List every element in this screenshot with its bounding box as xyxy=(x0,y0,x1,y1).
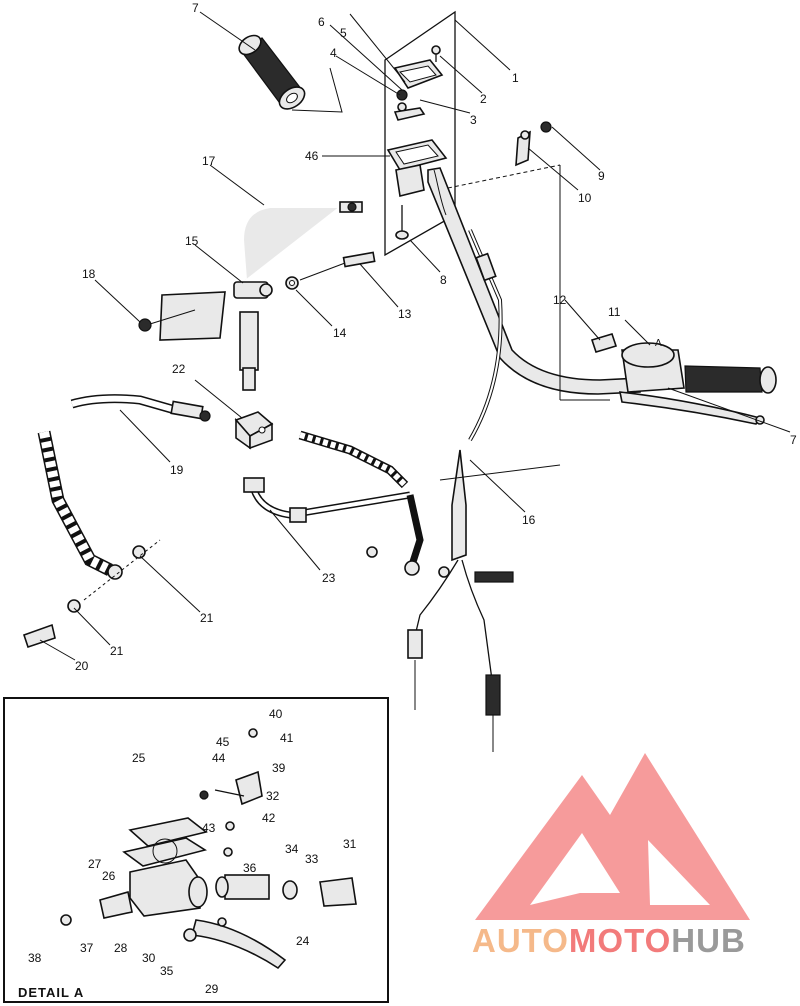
callout-2: 2 xyxy=(480,92,487,106)
callout-29: 29 xyxy=(205,982,219,996)
callout-6: 6 xyxy=(318,15,325,29)
callout-42: 42 xyxy=(262,811,276,825)
callout-46: 46 xyxy=(305,149,319,163)
lower-hose xyxy=(243,477,411,523)
callout-13: 13 xyxy=(398,307,412,321)
callout-27: 27 xyxy=(88,857,102,871)
callout-12: 12 xyxy=(553,293,567,307)
callout-33: 33 xyxy=(305,852,319,866)
callout-41: 41 xyxy=(280,731,294,745)
detail-a-drawing xyxy=(60,728,357,970)
small-bracket xyxy=(447,121,610,401)
detail-a-marker: A xyxy=(655,338,662,349)
handlebar xyxy=(427,167,641,395)
automotohub-logo-icon xyxy=(475,753,750,920)
callout-20: 20 xyxy=(75,659,89,673)
callout-43: 43 xyxy=(202,821,216,835)
callout-3: 3 xyxy=(470,113,477,127)
callout-37: 37 xyxy=(80,941,94,955)
callout-30: 30 xyxy=(142,951,156,965)
callout-25: 25 xyxy=(132,751,146,765)
callout-14: 14 xyxy=(333,326,347,340)
callout-4: 4 xyxy=(330,46,337,60)
callout-44: 44 xyxy=(212,751,226,765)
callout-34: 34 xyxy=(285,842,299,856)
callout-21-right: 21 xyxy=(200,611,214,625)
callout-32: 32 xyxy=(266,789,280,803)
callout-19: 19 xyxy=(170,463,184,477)
callout-1: 1 xyxy=(512,71,519,85)
left-hose xyxy=(70,394,211,422)
callout-45: 45 xyxy=(216,735,230,749)
vertical-hose xyxy=(239,311,259,391)
detail-a-label: DETAIL A xyxy=(18,985,85,1000)
callout-40: 40 xyxy=(269,707,283,721)
callout-22: 22 xyxy=(172,362,186,376)
right-master-cylinder xyxy=(590,333,777,425)
wordmark-hub: HUB xyxy=(671,922,746,959)
automotohub-wordmark: AUTOMOTOHUB xyxy=(472,922,746,960)
callout-39: 39 xyxy=(272,761,286,775)
callout-7-right: 7 xyxy=(790,433,797,447)
banjo-fitting xyxy=(138,251,376,341)
lower-clamp xyxy=(386,139,448,240)
right-spring-hose xyxy=(298,430,514,583)
throttle-cable xyxy=(407,229,561,752)
callout-9: 9 xyxy=(598,169,605,183)
leader-lines xyxy=(39,11,791,661)
wordmark-auto: AUTO xyxy=(472,922,569,959)
callout-8: 8 xyxy=(440,273,447,287)
callout-28: 28 xyxy=(114,941,128,955)
callout-23: 23 xyxy=(322,571,336,585)
callout-17: 17 xyxy=(202,154,216,168)
callout-21-left: 21 xyxy=(110,644,124,658)
detail-a-box xyxy=(3,697,389,1003)
callout-10: 10 xyxy=(578,191,592,205)
junction-block xyxy=(234,411,274,450)
callout-36: 36 xyxy=(243,861,257,875)
spring-guard-hose xyxy=(22,430,161,649)
left-grip xyxy=(238,34,343,113)
upper-clamp xyxy=(393,45,444,121)
callout-18: 18 xyxy=(82,267,96,281)
callout-5: 5 xyxy=(340,26,347,40)
wordmark-moto: MOTO xyxy=(568,922,672,959)
callout-35: 35 xyxy=(160,964,174,978)
callout-15: 15 xyxy=(185,234,199,248)
callout-11: 11 xyxy=(608,305,621,319)
callout-24: 24 xyxy=(296,934,310,948)
upper-brake-hose xyxy=(239,201,363,281)
callout-16: 16 xyxy=(522,513,536,527)
callout-38: 38 xyxy=(28,951,42,965)
callout-31: 31 xyxy=(343,837,357,851)
callout-26: 26 xyxy=(102,869,116,883)
callout-7-top: 7 xyxy=(192,1,199,15)
